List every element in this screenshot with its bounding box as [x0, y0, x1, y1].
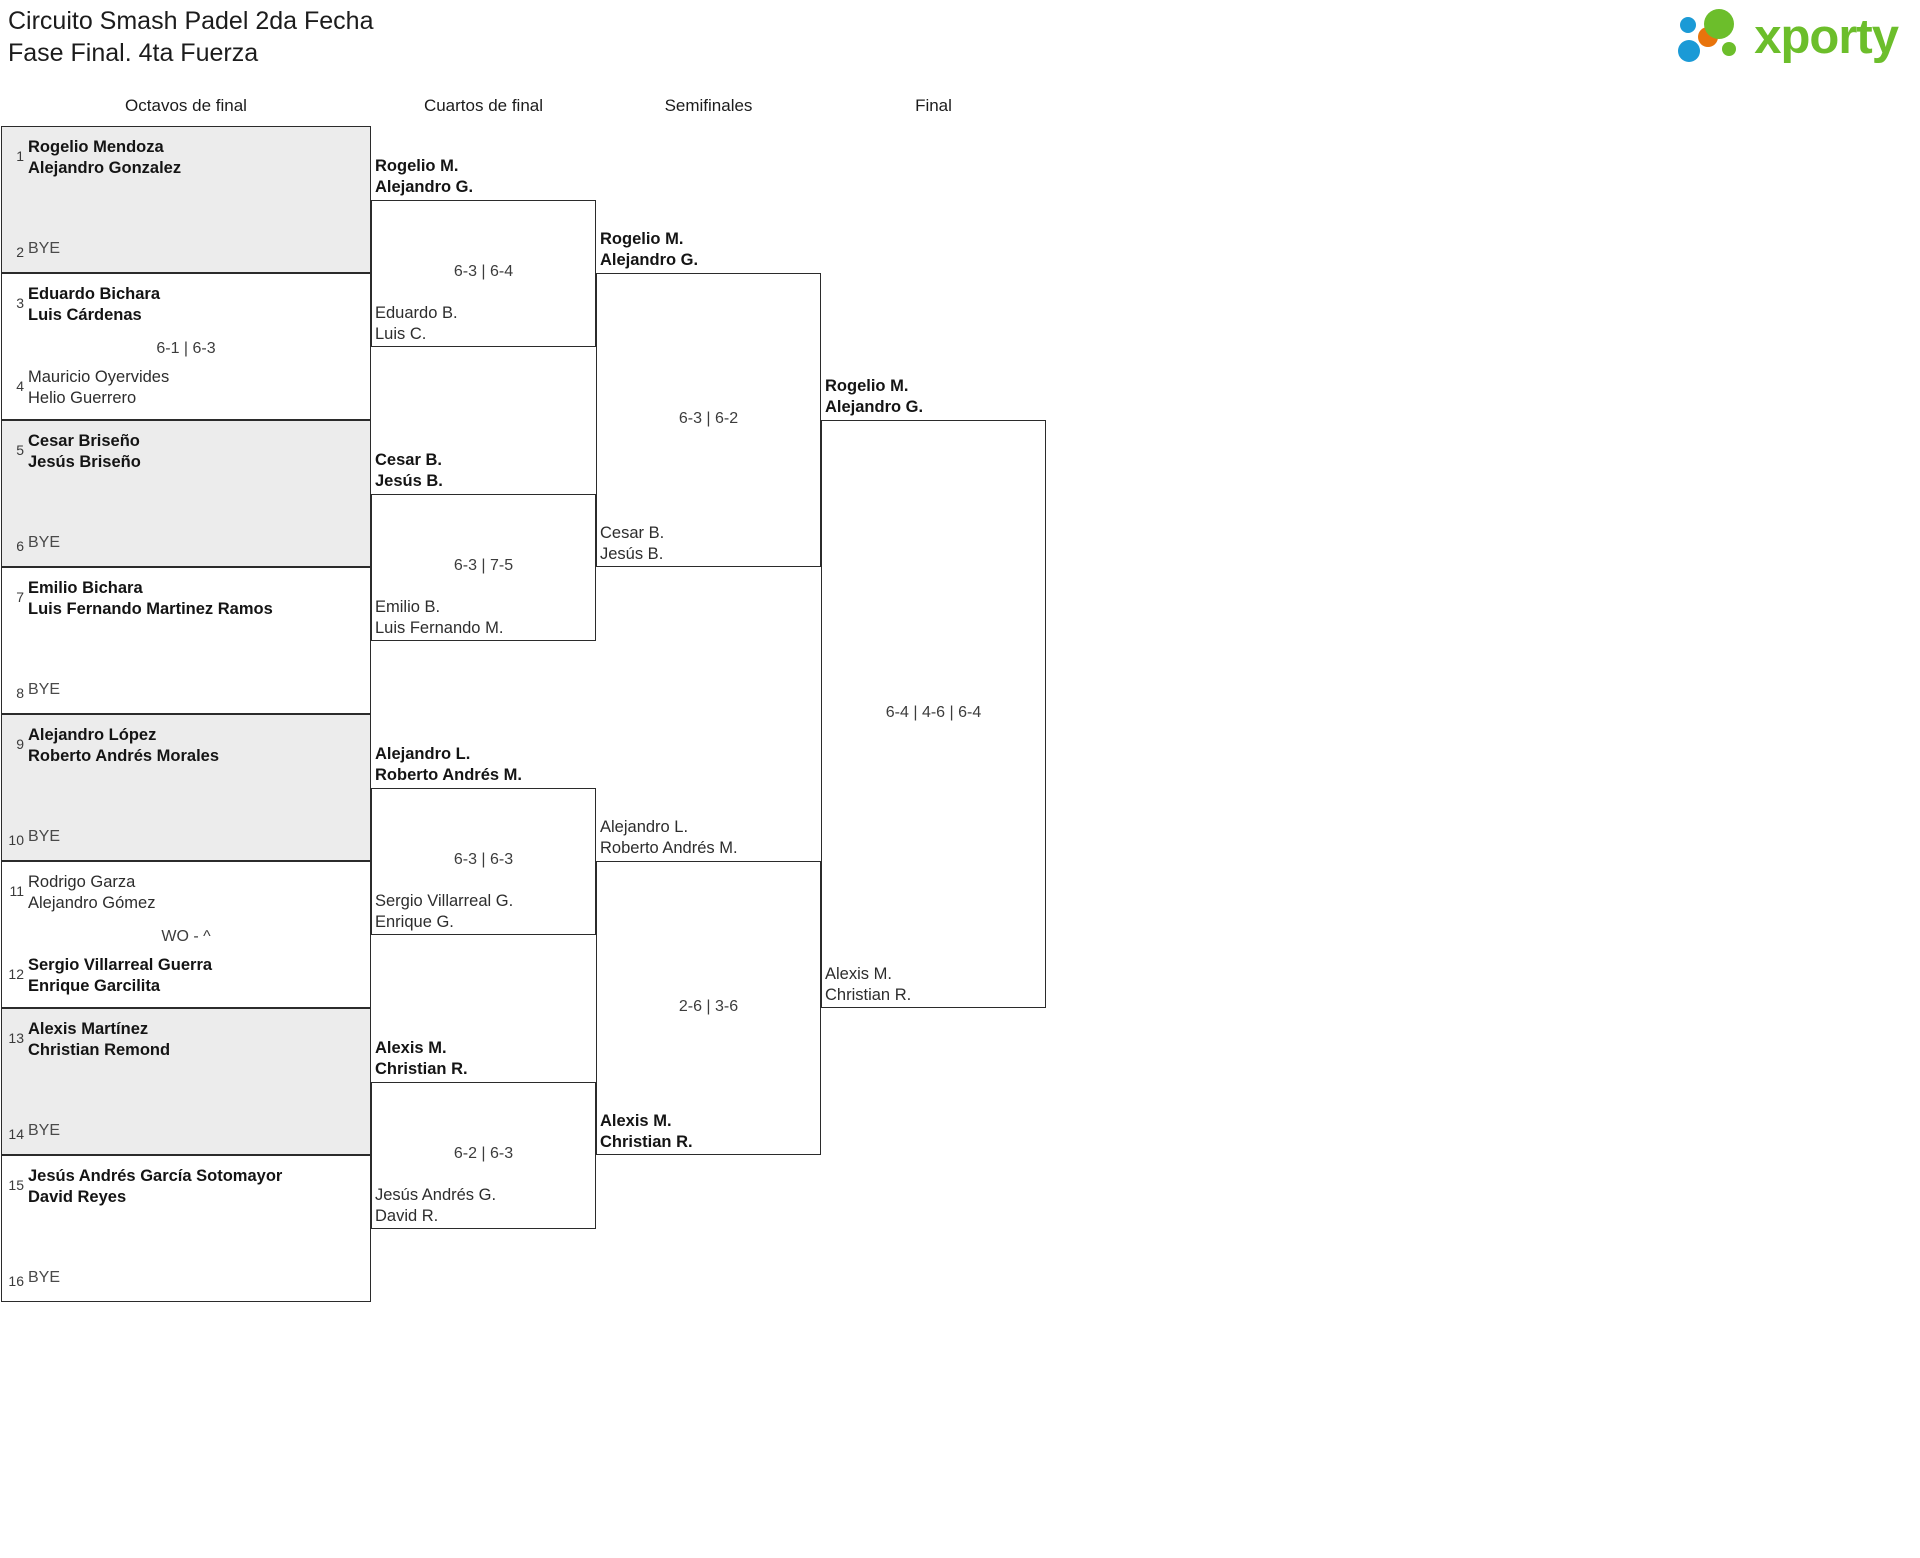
- seed-number-5: 5: [16, 442, 24, 458]
- round-header-1: Cuartos de final: [423, 96, 544, 115]
- player-names: Sergio Villarreal Guerra Enrique Garcili…: [28, 955, 213, 995]
- qf-box-1[interactable]: [371, 199, 596, 347]
- player-names: Eduardo Bichara Luis Cárdenas: [28, 285, 161, 325]
- final-score-1: 6-4 | 4-6 | 6-4: [885, 704, 982, 721]
- qf-player-bottom-3: Sergio Villarreal G. Enrique G.: [375, 891, 514, 931]
- seed-number-9: 9: [16, 736, 24, 752]
- seed-number-14: 14: [8, 1126, 24, 1142]
- seed-number-3: 3: [16, 295, 24, 311]
- round-header-2: Semifinales: [664, 96, 753, 115]
- player-names: Mauricio Oyervides Helio Guerrero: [28, 367, 170, 407]
- seed-number-7: 7: [16, 589, 24, 605]
- final-box-1[interactable]: [821, 420, 1046, 1008]
- player-names: BYE: [28, 240, 61, 257]
- final-player-top-1: Rogelio M. Alejandro G.: [825, 377, 924, 417]
- seed-number-6: 6: [16, 538, 24, 554]
- round-header-0: Octavos de final: [125, 96, 247, 115]
- seed-number-11: 11: [9, 883, 24, 899]
- seed-number-10: 10: [8, 832, 24, 848]
- qf-player-bottom-2: Emilio B. Luis Fernando M.: [375, 597, 504, 637]
- seed-number-1: 1: [16, 148, 24, 164]
- logo-dots-icon: [1678, 8, 1748, 66]
- sf-player-bottom-2: Alexis M. Christian R.: [600, 1112, 693, 1152]
- qf-player-bottom-1: Eduardo B. Luis C.: [375, 303, 458, 343]
- qf-score-2: 6-3 | 7-5: [453, 557, 514, 574]
- match-score: 6-1 | 6-3: [156, 340, 216, 357]
- qf-player-bottom-4: Jesús Andrés G. David R.: [375, 1185, 497, 1225]
- player-names: BYE: [28, 681, 61, 698]
- sf-score-2: 2-6 | 3-6: [678, 998, 739, 1015]
- match-score: WO - ^: [161, 928, 211, 945]
- final-player-bottom-1: Alexis M. Christian R.: [825, 965, 912, 1005]
- seed-number-8: 8: [16, 685, 24, 701]
- seed-number-16: 16: [8, 1273, 24, 1289]
- player-names: Cesar Briseño Jesús Briseño: [28, 432, 141, 472]
- seed-number-4: 4: [16, 377, 24, 394]
- player-names: Rodrigo Garza Alejandro Gómez: [28, 873, 156, 913]
- logo-wordmark: xporty: [1754, 9, 1899, 64]
- qf-score-1: 6-3 | 6-4: [453, 263, 514, 280]
- player-names: BYE: [28, 1122, 61, 1139]
- player-names: BYE: [28, 1269, 61, 1286]
- qf-player-top-2: Cesar B. Jesús B.: [375, 450, 443, 490]
- qf-box-4[interactable]: [371, 1081, 596, 1229]
- round-header-3: Final: [915, 96, 952, 115]
- player-names: Alexis Martínez Christian Remond: [28, 1020, 171, 1060]
- qf-box-3[interactable]: [371, 787, 596, 935]
- qf-player-top-3: Alejandro L. Roberto Andrés M.: [375, 744, 522, 784]
- player-names: Rogelio Mendoza Alejandro Gonzalez: [28, 138, 182, 178]
- seed-number-15: 15: [8, 1177, 24, 1193]
- sf-player-bottom-1: Cesar B. Jesús B.: [600, 524, 665, 564]
- page-title: Circuito Smash Padel 2da Fecha Fase Fina…: [8, 7, 374, 67]
- sf-box-2[interactable]: [596, 861, 821, 1155]
- seed-number-12: 12: [8, 965, 24, 982]
- seed-number-13: 13: [8, 1030, 24, 1046]
- qf-player-top-4: Alexis M. Christian R.: [375, 1038, 468, 1078]
- sf-player-top-1: Rogelio M. Alejandro G.: [600, 230, 699, 270]
- player-names: BYE: [28, 534, 61, 551]
- player-names: Jesús Andrés García Sotomayor David Reye…: [28, 1167, 283, 1207]
- qf-score-4: 6-2 | 6-3: [453, 1145, 514, 1162]
- xporty-logo[interactable]: xporty: [1678, 8, 1899, 66]
- seed-number-2: 2: [16, 244, 24, 260]
- qf-score-3: 6-3 | 6-3: [453, 851, 514, 868]
- sf-box-1[interactable]: [596, 273, 821, 567]
- player-names: BYE: [28, 828, 61, 845]
- qf-box-2[interactable]: [371, 493, 596, 641]
- sf-player-top-2: Alejandro L. Roberto Andrés M.: [600, 818, 738, 858]
- player-names: Emilio Bichara Luis Fernando Martinez Ra…: [28, 579, 273, 619]
- sf-score-1: 6-3 | 6-2: [678, 410, 739, 427]
- player-names: Alejandro López Roberto Andrés Morales: [28, 726, 220, 766]
- qf-player-top-1: Rogelio M. Alejandro G.: [375, 156, 474, 196]
